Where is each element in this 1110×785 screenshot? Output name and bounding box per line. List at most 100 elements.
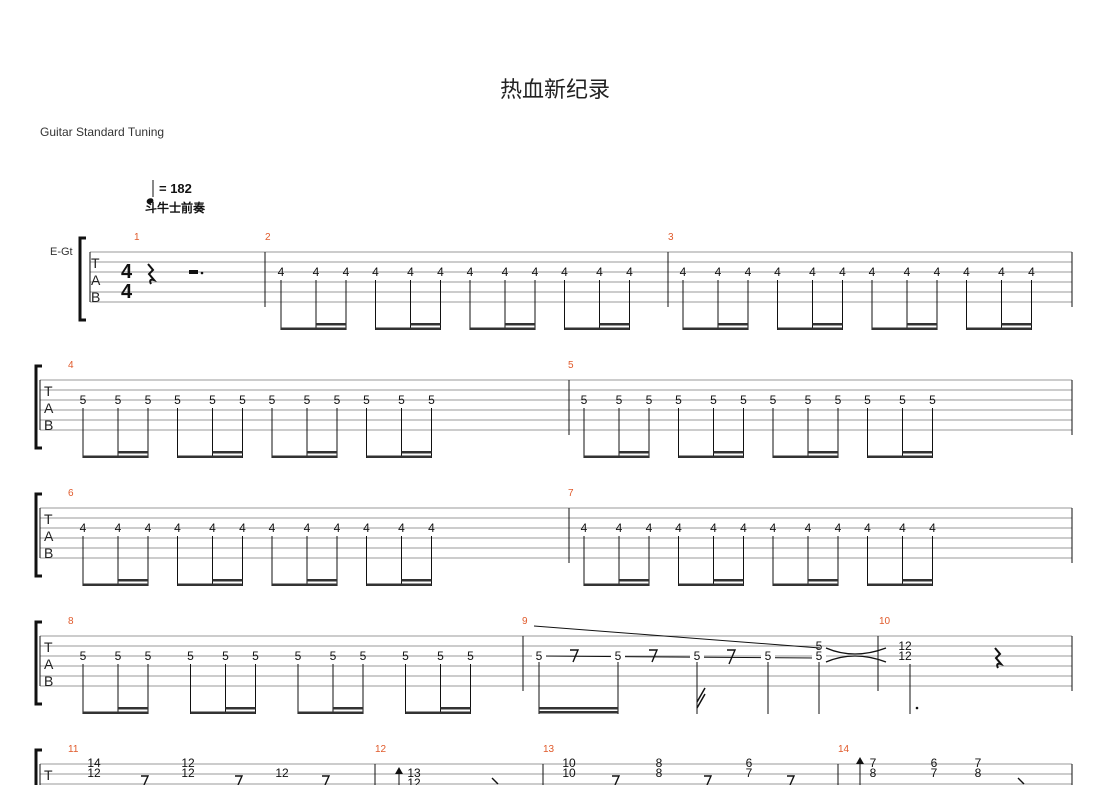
note-beam — [177, 455, 243, 458]
bar-number: 7 — [568, 488, 574, 499]
fret-number: 4 — [675, 521, 682, 535]
score-title: 热血新纪录 — [499, 78, 610, 103]
fret-number: 5 — [437, 649, 444, 663]
fret-number: 4 — [710, 521, 717, 535]
fret-number: 4 — [80, 521, 87, 535]
note-beam — [773, 455, 838, 458]
fret-number: 4 — [407, 265, 414, 279]
fret-number: 5 — [209, 393, 216, 407]
note-beam — [333, 707, 363, 710]
fret-number: 5 — [536, 649, 543, 663]
bar-number: 1 — [134, 232, 140, 243]
note-beam — [118, 579, 148, 582]
note-beam — [410, 323, 441, 326]
svg-text:A: A — [91, 272, 101, 288]
note-beam — [812, 323, 843, 326]
fret-number: 5 — [80, 649, 87, 663]
tempo-marking: = 182 斗牛士前奏 — [145, 180, 206, 215]
svg-text:T: T — [44, 511, 53, 527]
fret-number: 5 — [675, 393, 682, 407]
fret-number: 5 — [740, 393, 747, 407]
fret-number: 5 — [145, 393, 152, 407]
fret-number: 10 — [562, 756, 576, 770]
note-beam — [212, 579, 243, 582]
fret-number: 5 — [334, 393, 341, 407]
svg-text:B: B — [44, 417, 53, 433]
fret-number: 4 — [313, 265, 320, 279]
fret-number: 5 — [467, 649, 474, 663]
note-beam — [307, 451, 337, 454]
note-beam — [564, 327, 630, 330]
fret-number: 4 — [929, 521, 936, 535]
bar-number: 9 — [522, 616, 528, 627]
note-beam — [808, 451, 838, 454]
svg-text:4: 4 — [121, 261, 133, 283]
fret-number: 4 — [616, 521, 623, 535]
bar-number: 3 — [668, 232, 674, 243]
fret-number: 4 — [646, 521, 653, 535]
svg-text:T: T — [91, 255, 100, 271]
note-beam — [867, 583, 933, 586]
note-beam — [316, 323, 346, 326]
fret-number: 12 — [87, 766, 101, 780]
fret-number: 4 — [904, 265, 911, 279]
fret-number: 5 — [710, 393, 717, 407]
fret-number: 12 — [181, 756, 195, 770]
fret-number: 5 — [252, 649, 259, 663]
fret-number: 5 — [765, 649, 772, 663]
fret-number: 12 — [407, 776, 421, 785]
note-beam — [177, 583, 243, 586]
fret-number: 5 — [187, 649, 194, 663]
bar-number: 12 — [375, 744, 387, 755]
fret-number: 12 — [898, 649, 912, 663]
fret-number: 7 — [975, 756, 982, 770]
fret-number: 5 — [816, 649, 823, 663]
note-beam — [713, 579, 744, 582]
note-beam — [902, 451, 933, 454]
fret-number: 4 — [626, 265, 633, 279]
fret-number: 4 — [363, 521, 370, 535]
bar-number: 2 — [265, 232, 271, 243]
svg-text:B: B — [44, 673, 53, 689]
fret-number: 5 — [115, 393, 122, 407]
fret-number: 12 — [181, 766, 195, 780]
note-beam — [773, 583, 838, 586]
fret-number: 4 — [115, 521, 122, 535]
svg-text:T: T — [44, 767, 53, 783]
note-beam — [902, 579, 933, 582]
fret-number: 7 — [746, 766, 753, 780]
note-beam — [298, 711, 363, 714]
fret-number: 5 — [899, 393, 906, 407]
fret-number: 8 — [656, 756, 663, 770]
note-beam — [683, 327, 748, 330]
note-beam — [307, 579, 337, 582]
fret-number: 5 — [363, 393, 370, 407]
system-5: T 11 12 13 14 14 12 12 12 12 13 12 10 8 … — [34, 744, 1073, 785]
fret-number: 8 — [870, 766, 877, 780]
fret-number: 5 — [239, 393, 246, 407]
quarter-rest-icon — [147, 263, 158, 285]
note-beam — [867, 455, 933, 458]
fret-number: 5 — [646, 393, 653, 407]
note-beam — [366, 583, 432, 586]
fret-number: 7 — [931, 766, 938, 780]
note-beam — [440, 707, 471, 710]
fret-number: 12 — [898, 639, 912, 653]
note-beam — [907, 323, 937, 326]
fret-number: 4 — [502, 265, 509, 279]
fret-number: 5 — [581, 393, 588, 407]
fret-number: 5 — [402, 649, 409, 663]
fret-number: 5 — [929, 393, 936, 407]
fret-number: 4 — [774, 265, 781, 279]
note-beam — [966, 327, 1032, 330]
bar-number: 13 — [543, 744, 555, 755]
note-beam — [1001, 323, 1032, 326]
fret-number: 4 — [304, 521, 311, 535]
tie-icon — [825, 647, 887, 655]
note-beam — [212, 451, 243, 454]
svg-text:A: A — [44, 400, 54, 416]
fret-number: 5 — [864, 393, 871, 407]
svg-text:B: B — [91, 289, 100, 305]
